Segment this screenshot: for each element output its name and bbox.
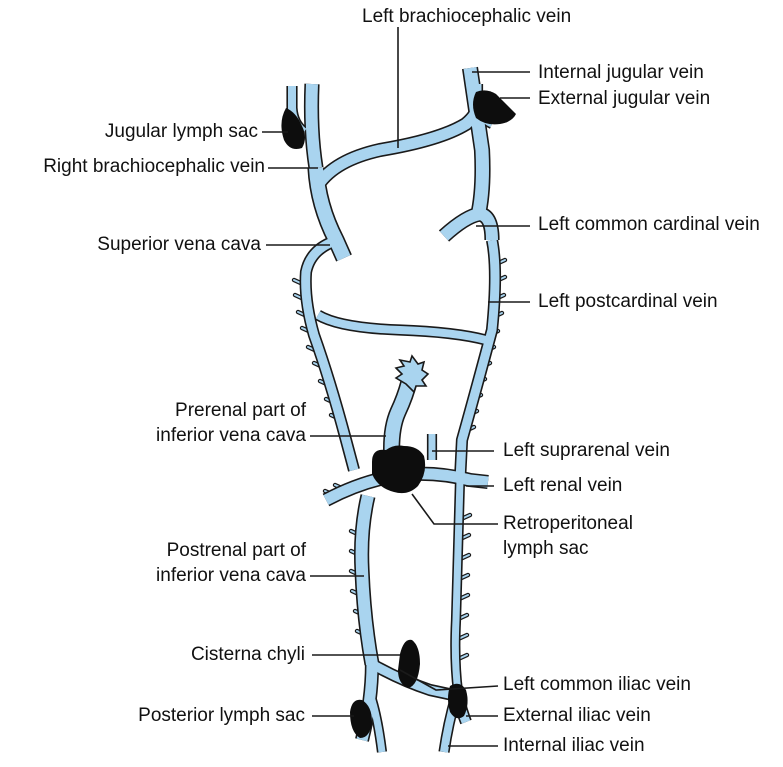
label-jugular-lymph-sac: Jugular lymph sac — [105, 121, 258, 143]
label-postrenal-ivc-line1: Postrenal part of — [167, 540, 306, 562]
label-right-brachiocephalic-vein: Right brachiocephalic vein — [43, 156, 265, 178]
label-left-common-iliac-vein: Left common iliac vein — [503, 674, 691, 696]
label-retroperitoneal-line2: lymph sac — [503, 538, 589, 560]
label-external-iliac-vein: External iliac vein — [503, 705, 651, 727]
label-cisterna-chyli: Cisterna chyli — [191, 644, 305, 666]
label-left-brachiocephalic-vein: Left brachiocephalic vein — [362, 6, 571, 28]
label-external-jugular-vein: External jugular vein — [538, 88, 710, 110]
label-posterior-lymph-sac: Posterior lymph sac — [138, 705, 305, 727]
label-internal-jugular-vein: Internal jugular vein — [538, 62, 704, 84]
label-left-common-cardinal-vein: Left common cardinal vein — [538, 214, 760, 236]
right-internal-jugular-vein — [312, 84, 317, 168]
label-left-postcardinal-vein: Left postcardinal vein — [538, 291, 718, 313]
label-left-renal-vein: Left renal vein — [503, 475, 622, 497]
label-superior-vena-cava: Superior vena cava — [97, 234, 261, 256]
label-left-suprarenal-vein: Left suprarenal vein — [503, 440, 670, 462]
label-retroperitoneal-line1: Retroperitoneal — [503, 513, 633, 535]
jugular-lymph-sac-right — [281, 108, 305, 149]
label-internal-iliac-vein: Internal iliac vein — [503, 735, 645, 757]
label-postrenal-ivc-line2: inferior vena cava — [156, 565, 306, 587]
label-prerenal-ivc-line2: inferior vena cava — [156, 425, 306, 447]
label-prerenal-ivc-line1: Prerenal part of — [175, 400, 306, 422]
jugular-lymph-sac-left — [473, 90, 516, 124]
